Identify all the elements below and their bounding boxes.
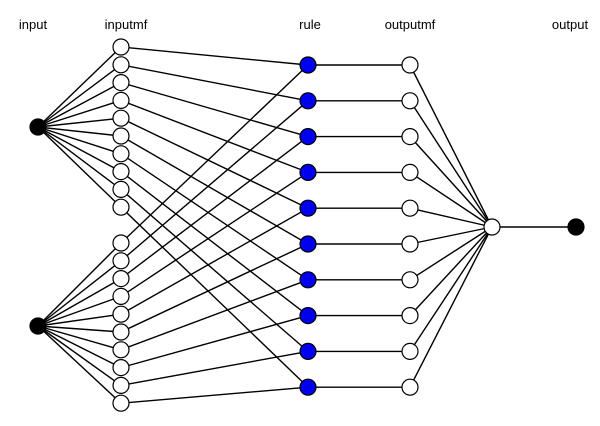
inputmf-node-1-7 — [112, 145, 130, 163]
inputmf-node-2-10 — [112, 394, 130, 412]
column-label-inputmf: inputmf — [105, 17, 148, 32]
edge-mf-1-2-to-rule-2 — [120, 64, 309, 102]
edge-input-2-to-mf-5 — [37, 313, 122, 327]
inputmf-node-1-5 — [112, 109, 130, 127]
input-node-2 — [29, 317, 47, 335]
inputmf-node-2-6 — [112, 323, 130, 341]
edge-input-1-to-mf-10 — [37, 126, 122, 208]
column-label-rule: rule — [299, 17, 321, 32]
edge-outputmf-7-to-aggregator — [409, 226, 493, 281]
inputmf-node-2-8 — [112, 359, 130, 377]
rule-node-6 — [299, 235, 317, 253]
rule-node-2 — [299, 92, 317, 110]
outputmf-node-5 — [401, 199, 419, 217]
edge-input-1-to-mf-8 — [37, 126, 122, 173]
inputmf-node-1-9 — [112, 180, 130, 198]
inputmf-node-2-9 — [112, 376, 130, 394]
edge-input-1-to-mf-4 — [37, 99, 122, 128]
outputmf-node-3 — [401, 128, 419, 146]
rule-node-5 — [299, 199, 317, 217]
inputmf-node-1-2 — [112, 56, 130, 74]
edge-input-2-to-mf-10 — [37, 325, 122, 404]
edge-input-2-to-mf-4 — [37, 295, 122, 327]
inputmf-node-2-1 — [112, 234, 130, 252]
edge-mf-1-8-to-rule-8 — [120, 171, 309, 317]
input-node-1 — [29, 118, 47, 136]
edge-input-1-to-mf-1 — [37, 46, 122, 128]
edge-layer — [37, 46, 576, 404]
edge-input-1-to-mf-2 — [37, 64, 122, 128]
edge-mf-1-7-to-rule-7 — [120, 153, 309, 281]
inputmf-node-2-7 — [112, 341, 130, 359]
edge-input-1-to-mf-5 — [37, 117, 122, 128]
column-label-output: output — [552, 17, 589, 32]
edge-input-2-to-mf-3 — [37, 277, 122, 327]
edge-mf-1-1-to-rule-1 — [120, 46, 309, 66]
outputmf-node-7 — [401, 271, 419, 289]
edge-input-2-to-mf-9 — [37, 325, 122, 386]
inputmf-node-2-3 — [112, 270, 130, 288]
rule-node-7 — [299, 271, 317, 289]
node-layer — [29, 38, 585, 412]
edge-mf-2-10-to-rule-10 — [120, 386, 309, 404]
edge-outputmf-9-to-aggregator — [409, 226, 493, 352]
edge-outputmf-6-to-aggregator — [409, 226, 493, 245]
column-label-input: input — [19, 17, 48, 32]
inputmf-node-2-5 — [112, 305, 130, 323]
edge-outputmf-5-to-aggregator — [409, 207, 493, 228]
aggregator-node — [483, 218, 501, 236]
edge-input-2-to-mf-6 — [37, 325, 122, 333]
edge-mf-2-9-to-rule-9 — [120, 350, 309, 387]
edge-mf-1-5-to-rule-5 — [120, 117, 309, 209]
rule-node-10 — [299, 378, 317, 396]
inputmf-node-2-4 — [112, 287, 130, 305]
inputmf-node-1-10 — [112, 198, 130, 216]
edge-outputmf-10-to-aggregator — [409, 226, 493, 388]
outputmf-node-2 — [401, 92, 419, 110]
rule-node-9 — [299, 342, 317, 360]
rule-node-8 — [299, 307, 317, 325]
edge-input-1-to-mf-6 — [37, 126, 122, 137]
edge-input-2-to-mf-2 — [37, 260, 122, 327]
inputmf-node-2-2 — [112, 252, 130, 270]
edge-input-2-to-mf-7 — [37, 325, 122, 351]
edge-mf-2-2-to-rule-2 — [120, 100, 309, 262]
edge-outputmf-1-to-aggregator — [409, 64, 493, 228]
edge-input-1-to-mf-7 — [37, 126, 122, 155]
outputmf-node-10 — [401, 378, 419, 396]
edge-mf-1-4-to-rule-4 — [120, 99, 309, 174]
inputmf-node-1-1 — [112, 38, 130, 56]
outputmf-node-1 — [401, 56, 419, 74]
edge-input-2-to-mf-1 — [37, 242, 122, 327]
edge-mf-1-3-to-rule-3 — [120, 81, 309, 138]
outputmf-node-9 — [401, 342, 419, 360]
edge-outputmf-8-to-aggregator — [409, 226, 493, 317]
outputmf-node-6 — [401, 235, 419, 253]
rule-node-1 — [299, 56, 317, 74]
edge-mf-1-6-to-rule-6 — [120, 135, 309, 245]
edge-outputmf-4-to-aggregator — [409, 171, 493, 228]
inputmf-node-1-3 — [112, 73, 130, 92]
edge-input-2-to-mf-8 — [37, 325, 122, 369]
column-label-outputmf: outputmf — [385, 17, 436, 32]
rule-node-3 — [299, 128, 317, 146]
inputmf-node-1-8 — [112, 163, 130, 181]
edge-outputmf-3-to-aggregator — [409, 136, 493, 228]
edge-input-1-to-mf-3 — [37, 81, 122, 128]
inputmf-node-1-4 — [112, 91, 130, 110]
outputmf-node-4 — [401, 163, 419, 181]
inputmf-node-1-6 — [112, 127, 130, 145]
edge-mf-1-10-to-rule-10 — [120, 206, 309, 388]
edge-input-1-to-mf-9 — [37, 126, 122, 190]
edge-outputmf-2-to-aggregator — [409, 100, 493, 228]
label-layer: input inputmf rule outputmf output — [19, 17, 589, 32]
rule-node-4 — [299, 163, 317, 181]
edge-mf-2-7-to-rule-7 — [120, 279, 309, 351]
edge-mf-1-9-to-rule-9 — [120, 188, 309, 352]
output-node — [567, 218, 585, 236]
outputmf-node-8 — [401, 307, 419, 325]
